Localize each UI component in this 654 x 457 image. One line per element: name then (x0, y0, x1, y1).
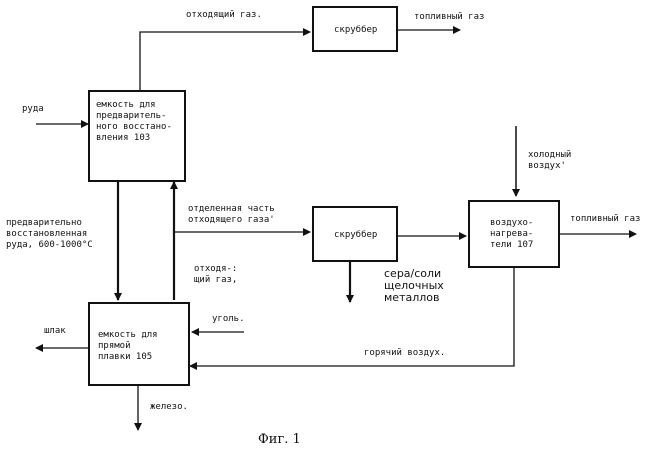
prereduction-vessel-label: емкость для предваритель- ного восстано-… (96, 100, 172, 144)
offgas-mid-label: отходя-: щий газ, (194, 264, 237, 286)
smelting-vessel-box: емкость для прямой плавки 105 (88, 302, 190, 386)
cold-air-label: холодный воздух' (528, 150, 571, 172)
scrubber-mid-label: скруббер (334, 230, 377, 241)
fuel-gas-right-label: топливный газ (570, 214, 640, 225)
air-heater-label: воздухо- нагрева- тели 107 (490, 218, 533, 251)
iron-label: железо. (150, 402, 188, 413)
ore-label: руда (22, 104, 44, 115)
slag-label: шлак (44, 326, 66, 337)
figure-caption: Фиг. 1 (258, 432, 301, 447)
smelting-vessel-label: емкость для прямой плавки 105 (98, 330, 158, 363)
offgas-top-label: отходящий газ. (186, 10, 262, 21)
hot-air-label: горячий воздух. (364, 348, 445, 359)
fuel-gas-top-label: топливный газ (414, 12, 484, 23)
offgas-to-scrubber-arrow (140, 32, 310, 90)
prereduction-vessel-box: емкость для предваритель- ного восстано-… (88, 90, 186, 182)
prereduced-ore-label: предварительно восстановленная руда, 600… (6, 218, 93, 251)
sulfur-alkali-label: сера/соли щелочных металлов (384, 268, 444, 304)
separated-part-label: отделенная часть отходящего газа' (188, 204, 275, 226)
scrubber-top-box: скруббер (312, 6, 398, 52)
coal-label: уголь. (212, 314, 245, 325)
scrubber-top-label: скруббер (334, 25, 377, 36)
scrubber-mid-box: скруббер (312, 206, 398, 262)
air-heater-box: воздухо- нагрева- тели 107 (468, 200, 560, 268)
